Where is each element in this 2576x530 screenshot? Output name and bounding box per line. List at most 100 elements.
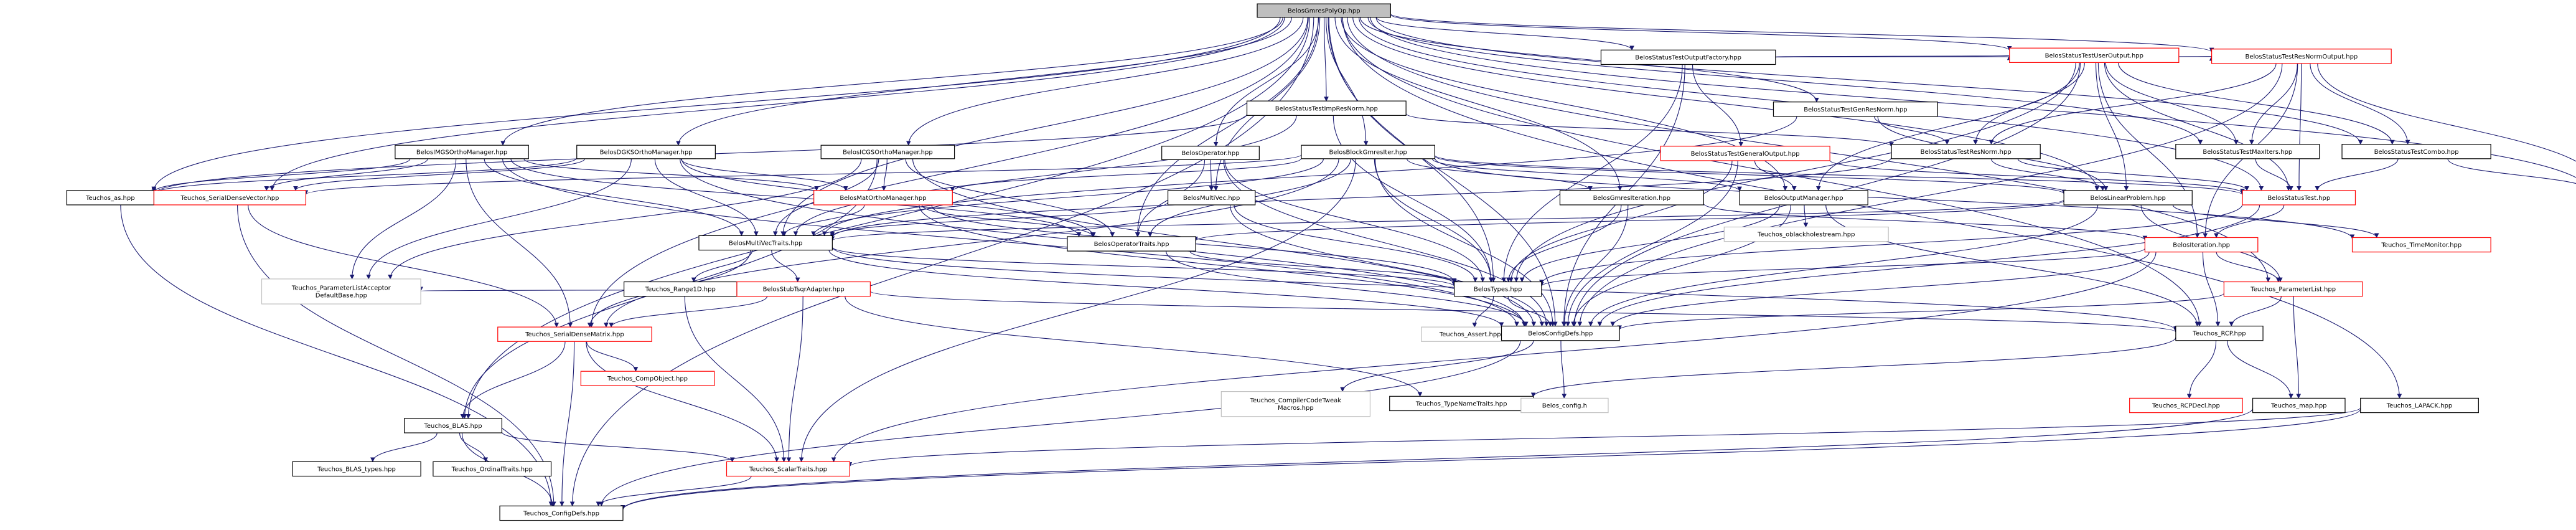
node-optraits[interactable]: BelosOperatorTraits.hpp	[1067, 236, 1196, 252]
edge-gmresiter-to-types	[1506, 204, 1622, 283]
node-label: Teuchos_ParameterListAcceptor	[291, 285, 391, 291]
edge-resnorm-to-linprob	[1990, 158, 2105, 191]
edge-genout-to-stest	[1829, 159, 2245, 194]
node-imgs[interactable]: BelosIMGSOrthoManager.hpp	[395, 144, 529, 159]
edge-types-to-configdefs	[1507, 296, 1553, 327]
node-resnormout[interactable]: BelosStatusTestResNormOutput.hpp	[2211, 49, 2392, 64]
node-outfac[interactable]: BelosStatusTestOutputFactory.hpp	[1600, 49, 1776, 65]
node-box	[2242, 190, 2356, 206]
node-root[interactable]: BelosGmresPolyOp.hpp	[1257, 3, 1392, 18]
node-tconfig[interactable]: Teuchos_ConfigDefs.hpp	[499, 505, 624, 521]
node-combo[interactable]: BelosStatusTestCombo.hpp	[2341, 144, 2491, 159]
node-label: Teuchos_RCP.hpp	[2192, 331, 2246, 338]
edge-optraits-to-configdefs	[1166, 251, 1529, 327]
node-box	[2129, 397, 2243, 414]
edge-outman-to-rcp	[1825, 204, 2200, 327]
node-label: Teuchos_Range1D.hpp	[645, 286, 716, 293]
node-lapack[interactable]: Teuchos_LAPACK.hpp	[2360, 397, 2479, 414]
edge-root-to-genres	[1360, 17, 1819, 103]
node-scalar[interactable]: Teuchos_ScalarTraits.hpp	[726, 461, 850, 477]
node-label: Macros.hpp	[1278, 405, 1314, 412]
edge-root-to-configdefs	[1328, 17, 1558, 327]
edge-blockgmres-to-sdv	[303, 154, 1302, 196]
node-compobj[interactable]: Teuchos_CompObject.hpp	[580, 371, 715, 386]
edge-paramlist-to-rcp	[2229, 296, 2282, 327]
edge-userout-to-linprob	[2096, 62, 2129, 191]
node-label: Teuchos_ConfigDefs.hpp	[523, 510, 599, 517]
node-gmresiter[interactable]: BelosGmresIteration.hpp	[1559, 190, 1704, 206]
edge-userout-to-outman	[1815, 62, 2080, 191]
node-label: Teuchos_SerialDenseMatrix.hpp	[525, 331, 624, 338]
edge-genout-to-outman	[1754, 160, 1797, 191]
edge-root-to-rcp	[1342, 17, 2202, 327]
node-sdm[interactable]: Teuchos_SerialDenseMatrix.hpp	[497, 326, 652, 342]
node-box	[153, 190, 307, 206]
node-mvtraits[interactable]: BelosMultiVecTraits.hpp	[698, 235, 833, 251]
node-outman[interactable]: BelosOutputManager.hpp	[1739, 190, 1868, 206]
node-operator[interactable]: BelosOperator.hpp	[1161, 146, 1260, 160]
node-rcp[interactable]: Teuchos_RCP.hpp	[2175, 325, 2264, 341]
edge-root-to-imgs	[500, 17, 1283, 146]
node-stubtsqr[interactable]: BelosStubTsqrAdapter.hpp	[736, 281, 871, 297]
edge-sdm-to-tconfig	[560, 341, 575, 507]
edge-root-to-sdm	[589, 17, 1309, 328]
node-stest[interactable]: BelosStatusTest.hpp	[2242, 190, 2356, 206]
edge-linprob-to-mvtraits	[830, 199, 2064, 242]
node-box	[1220, 390, 1371, 417]
node-blockgmres[interactable]: BelosBlockGmresIter.hpp	[1301, 144, 1435, 159]
edge-imgs-to-sdm	[466, 158, 573, 328]
node-linprob[interactable]: BelosLinearProblem.hpp	[2063, 190, 2193, 206]
edge-sdv-to-sdm	[248, 204, 559, 328]
node-genres[interactable]: BelosStatusTestGenResNorm.hpp	[1773, 102, 1938, 117]
node-configdefs[interactable]: BelosConfigDefs.hpp	[1501, 325, 1620, 341]
node-genout[interactable]: BelosStatusTestGeneralOutput.hpp	[1660, 146, 1830, 161]
node-types[interactable]: BelosTypes.hpp	[1454, 281, 1542, 297]
edge-blas-to-scalar	[501, 432, 735, 463]
node-as[interactable]: Teuchos_as.hpp	[66, 190, 154, 206]
edge-root-to-combo	[1375, 17, 2363, 145]
node-label: Teuchos_CompObject.hpp	[607, 376, 688, 382]
node-dgks[interactable]: BelosDGKSOrthoManager.hpp	[576, 144, 716, 159]
node-icgs[interactable]: BelosICGSOrthoManager.hpp	[820, 144, 955, 159]
node-map[interactable]: Teuchos_map.hpp	[2252, 397, 2346, 414]
edge-dgks-to-mvtraits	[654, 158, 759, 237]
node-resnorm[interactable]: BelosStatusTestResNorm.hpp	[1891, 144, 2041, 159]
node-label: Teuchos_as.hpp	[85, 195, 135, 202]
node-timemon[interactable]: Teuchos_TimeMonitor.hpp	[2351, 237, 2491, 253]
node-range1d[interactable]: Teuchos_Range1D.hpp	[623, 281, 738, 297]
node-layer: BelosGmresPolyOp.hppBelosStatusTestOutpu…	[66, 3, 2491, 521]
node-box	[497, 326, 652, 342]
node-blas[interactable]: Teuchos_BLAS.hpp	[404, 418, 502, 433]
node-sdv[interactable]: Teuchos_SerialDenseVector.hpp	[153, 190, 307, 206]
node-userout[interactable]: BelosStatusTestUserOutput.hpp	[2009, 47, 2180, 63]
node-label: BelosStatusTestUserOutput.hpp	[2045, 52, 2143, 59]
node-box	[292, 461, 421, 477]
node-iteration[interactable]: BelosIteration.hpp	[2144, 237, 2259, 253]
node-impres[interactable]: BelosStatusTestImpResNorm.hpp	[1246, 100, 1407, 116]
edge-mvtraits-to-stubtsqr	[771, 250, 800, 283]
node-box	[1520, 397, 1609, 414]
node-multivec[interactable]: BelosMultiVec.hpp	[1167, 190, 1256, 206]
node-rcpdecl[interactable]: Teuchos_RCPDecl.hpp	[2129, 397, 2243, 414]
node-tnt[interactable]: Teuchos_TypeNameTraits.hpp	[1389, 395, 1534, 412]
edge-root-to-as	[151, 17, 1281, 192]
edge-layer	[120, 13, 2576, 511]
node-label: Teuchos_CompilerCodeTweak	[1250, 397, 1342, 404]
edge-impres-to-resnorm	[1405, 113, 1894, 147]
node-blastypes[interactable]: Teuchos_BLAS_types.hpp	[292, 461, 421, 477]
edge-blockgmres-to-configdefs	[1375, 158, 1555, 327]
node-maxiters[interactable]: BelosStatusTestMaxIters.hpp	[2175, 144, 2320, 159]
node-label: Teuchos_TimeMonitor.hpp	[2381, 242, 2461, 249]
edge-lapack-to-tconfig	[621, 409, 2361, 511]
edge-operator-to-configdefs	[1223, 159, 1549, 327]
node-plad: Teuchos_ParameterListAcceptorDefaultBase…	[261, 278, 421, 305]
node-box	[1167, 190, 1256, 206]
node-paramlist[interactable]: Teuchos_ParameterList.hpp	[2223, 281, 2363, 297]
node-box	[736, 281, 871, 297]
node-matortho[interactable]: BelosMatOrthoManager.hpp	[813, 190, 953, 206]
node-box	[2360, 397, 2479, 414]
edge-stubtsqr-to-scalar	[786, 296, 803, 463]
node-ordinal[interactable]: Teuchos_OrdinalTraits.hpp	[433, 461, 552, 477]
node-box	[2341, 144, 2491, 159]
edge-paramlist-to-map	[2293, 296, 2302, 399]
